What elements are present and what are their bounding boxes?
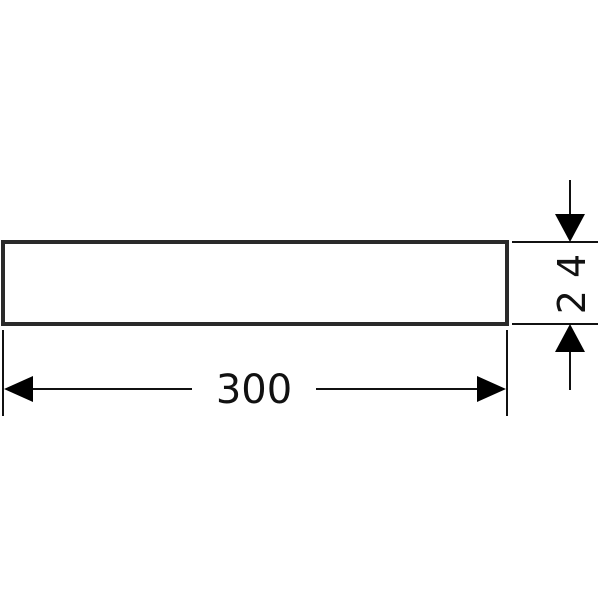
thickness-dimension-label: 2 4 <box>550 254 594 314</box>
arrowhead-left <box>4 376 33 402</box>
part-outline <box>1 240 509 326</box>
arrowhead-right <box>477 376 506 402</box>
arrowhead-bottom <box>555 324 585 352</box>
arrowhead-top <box>555 214 585 242</box>
length-dimension-label: 300 <box>216 367 292 413</box>
